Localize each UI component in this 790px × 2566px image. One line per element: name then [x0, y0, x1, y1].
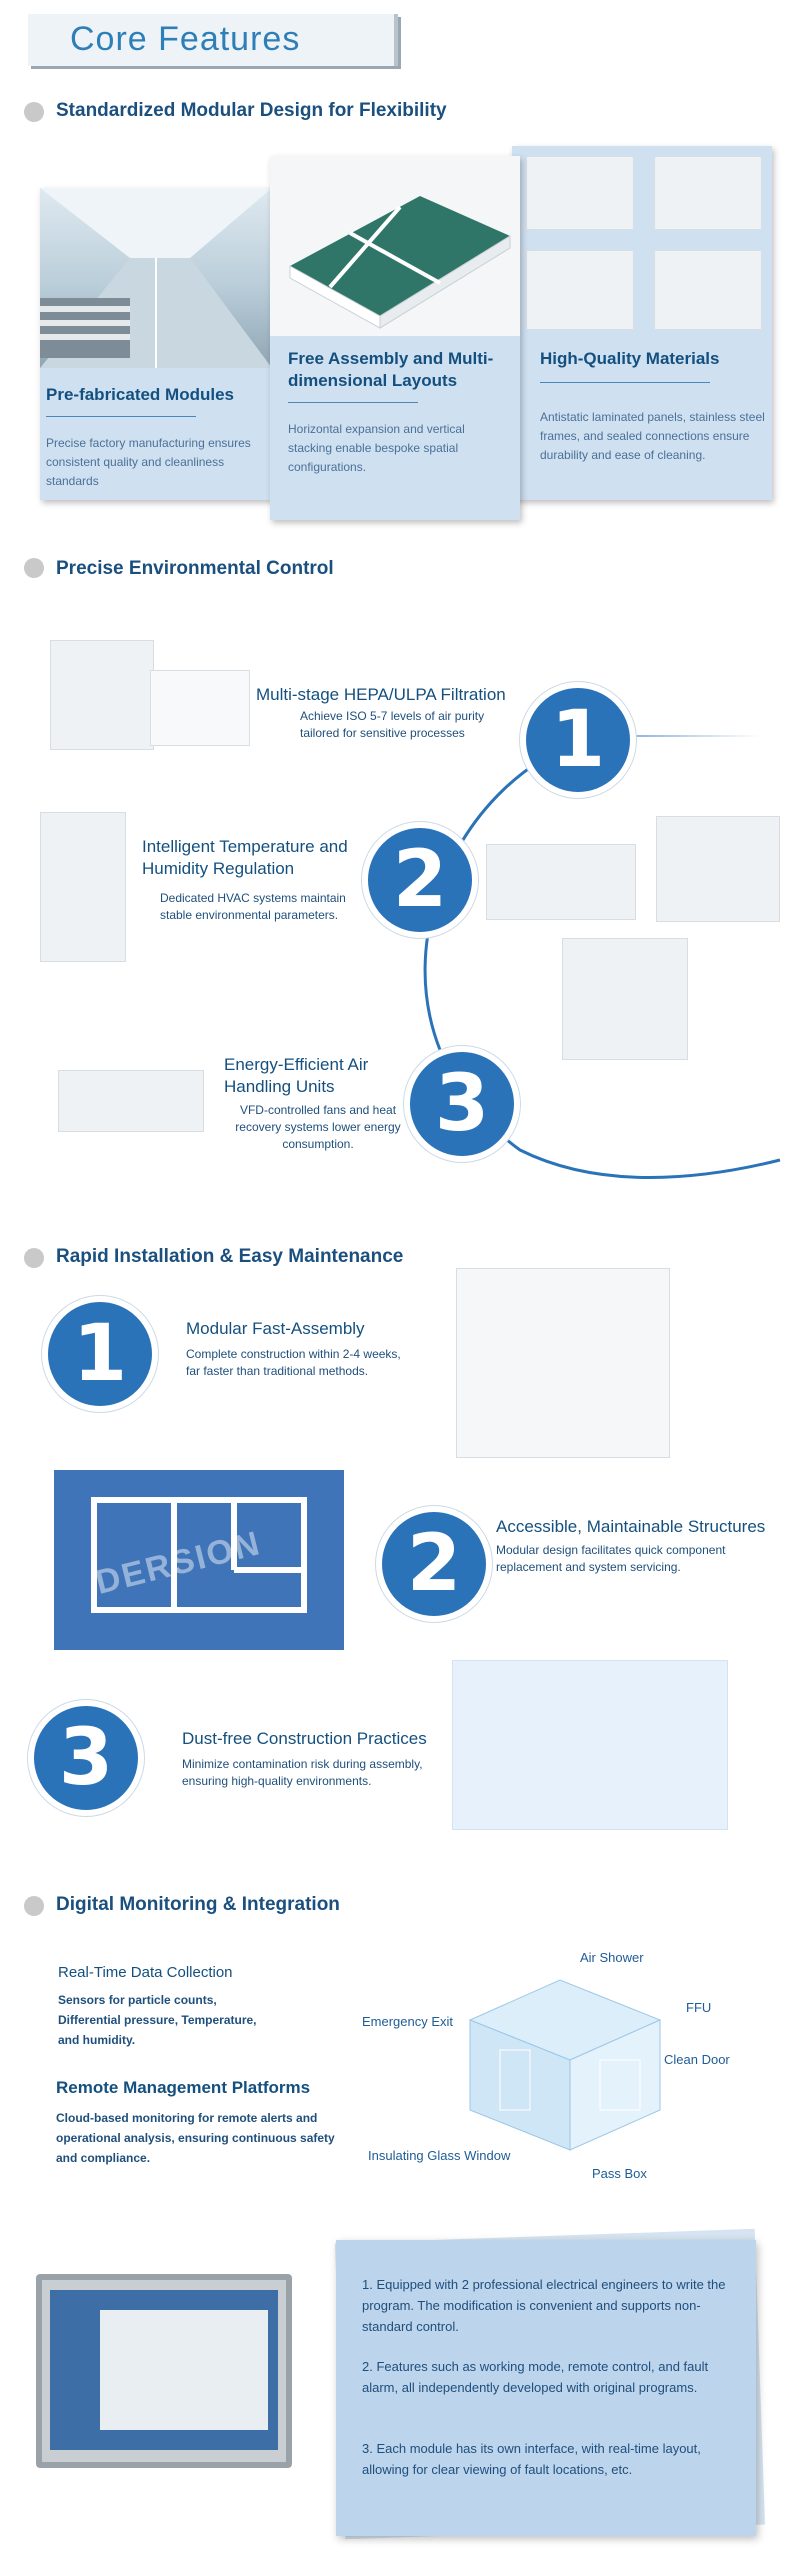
section-bullet — [24, 102, 44, 122]
install-item-text: Modular design facilitates quick compone… — [496, 1543, 726, 1574]
section-title-digital: Digital Monitoring & Integration — [56, 1894, 340, 1915]
realtime-text: Sensors for particle counts, Differentia… — [58, 1993, 257, 2047]
divider — [288, 402, 418, 403]
number-badge-2: 2 — [376, 1506, 492, 1622]
modular-card-text: Antistatic laminated panels, stainless s… — [540, 410, 765, 462]
panel-material-image — [654, 156, 762, 230]
section-title-environment: Precise Environmental Control — [56, 558, 334, 579]
modular-card-assembly: Free Assembly and Multi-dimensional Layo… — [270, 156, 520, 520]
chiller-image — [656, 816, 780, 922]
label-air-shower: Air Shower — [580, 1950, 644, 1965]
section-bullet — [24, 558, 44, 578]
section-title-installation: Rapid Installation & Easy Maintenance — [56, 1246, 404, 1267]
label-pass-box: Pass Box — [592, 2166, 647, 2181]
screen-panel — [100, 2310, 268, 2430]
screen-interface — [50, 2290, 278, 2450]
env-item-text: Dedicated HVAC systems maintain stable e… — [160, 891, 346, 922]
modular-card-prefab: Pre-fabricated Modules Precise factory m… — [40, 188, 272, 500]
install-item-title: Dust-free Construction Practices — [182, 1729, 427, 1748]
page-title-box: Core Features — [28, 14, 398, 66]
cleanroom-corridor-image — [40, 188, 272, 368]
install-item-title: Accessible, Maintainable Structures — [496, 1517, 766, 1536]
label-glass-window: Insulating Glass Window — [368, 2148, 511, 2163]
remote-text: Cloud-based monitoring for remote alerts… — [56, 2111, 335, 2165]
modular-card-title: High-Quality Materials — [540, 349, 720, 368]
control-panels-image — [58, 1070, 204, 1132]
env-item-title: Energy-Efficient Air Handling Units — [224, 1055, 369, 1096]
modular-card-text: Precise factory manufacturing ensures co… — [46, 436, 251, 488]
profile-material-image — [526, 250, 634, 330]
number-badge-3: 3 — [404, 1046, 520, 1162]
install-item-text: Complete construction within 2-4 weeks, … — [186, 1347, 401, 1378]
number-badge-1: 1 — [520, 682, 636, 798]
env-item-text: Achieve ISO 5-7 levels of air purity tai… — [300, 709, 485, 740]
connector-line — [520, 735, 760, 737]
divider — [46, 416, 196, 417]
realtime-title: Real-Time Data Collection — [58, 1964, 233, 1981]
env-item-text: VFD-controlled fans and heat recovery sy… — [235, 1103, 401, 1151]
modular-layout-image — [270, 156, 520, 336]
modular-card-title: Pre-fabricated Modules — [46, 385, 234, 404]
cleanroom-isometric-image — [452, 1660, 728, 1830]
page-title: Core Features — [70, 20, 301, 58]
modular-card-title: Free Assembly and Multi-dimensional Layo… — [288, 349, 494, 390]
modular-card-text: Horizontal expansion and vertical stacki… — [288, 422, 465, 474]
section-title-modular: Standardized Modular Design for Flexibil… — [56, 100, 447, 121]
control-point: 3. Each module has its own interface, wi… — [362, 2441, 701, 2477]
heat-pump-image — [562, 938, 688, 1060]
divider — [540, 382, 710, 383]
touch-screen-image — [36, 2274, 292, 2468]
number-badge-1: 1 — [42, 1296, 158, 1412]
number-badge-3: 3 — [28, 1700, 144, 1816]
prefilter-image — [50, 640, 154, 750]
profile-material-image — [654, 250, 762, 330]
control-cabinet-image — [40, 812, 126, 962]
install-item-title: Modular Fast-Assembly — [186, 1319, 365, 1338]
section-bullet — [24, 1896, 44, 1916]
air-handling-unit-image — [486, 844, 636, 920]
label-ffu: FFU — [686, 2000, 712, 2015]
number-badge-2: 2 — [362, 822, 478, 938]
cleanroom-diagram — [468, 1979, 662, 2151]
remote-title: Remote Management Platforms — [56, 2078, 311, 2097]
control-point: 1. Equipped with 2 professional electric… — [362, 2277, 726, 2334]
panel-assembly-image — [456, 1268, 670, 1458]
section-bullet — [24, 1248, 44, 1268]
control-points-card: 1. Equipped with 2 professional electric… — [336, 2240, 756, 2536]
env-item-title: Multi-stage HEPA/ULPA Filtration — [256, 685, 506, 704]
install-item-text: Minimize contamination risk during assem… — [182, 1757, 423, 1788]
control-point: 2. Features such as working mode, remote… — [362, 2359, 709, 2395]
label-clean-door: Clean Door — [664, 2052, 730, 2067]
panel-material-image — [526, 156, 634, 230]
room-layout-image: DERSION — [54, 1470, 344, 1650]
env-item-title: Intelligent Temperature and Humidity Reg… — [142, 837, 348, 878]
hepa-filter-image — [150, 670, 250, 746]
modular-card-materials: High-Quality Materials Antistatic lamina… — [512, 146, 772, 500]
label-emergency-exit: Emergency Exit — [362, 2014, 454, 2029]
